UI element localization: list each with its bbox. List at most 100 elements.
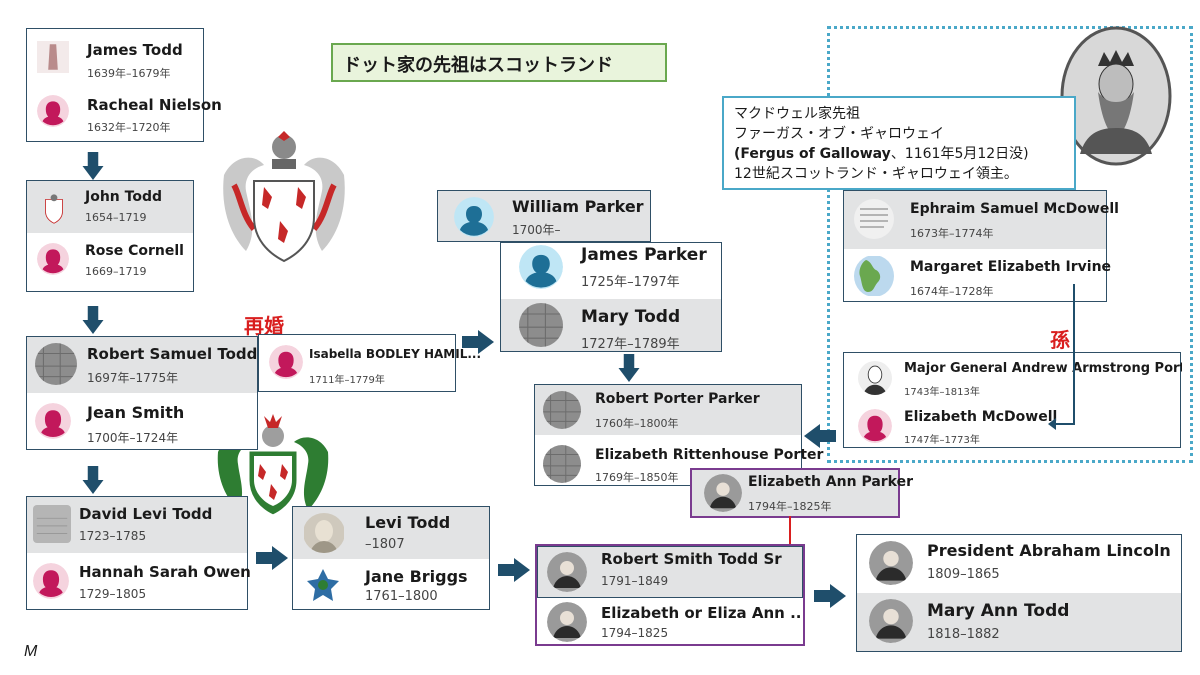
arrow-to-parker	[462, 330, 494, 354]
levi-todd-name: Levi Todd	[365, 513, 451, 532]
card-david-hannah[interactable]: David Levi Todd 1723–1785 Hannah Sarah O…	[26, 496, 251, 610]
jane-briggs-name: Jane Briggs	[365, 567, 468, 586]
margaret-name: Margaret Elizabeth Irvine	[910, 259, 1112, 275]
james-todd-name: James Todd	[87, 41, 183, 59]
card-porter-elizabeth-mcdowell[interactable]: Major General Andrew Armstrong Porte 174…	[843, 352, 1182, 448]
racheal-nielson-name: Racheal Nielson	[87, 96, 222, 114]
arrow-to-levi	[256, 546, 288, 570]
elizabeth-mcdowell-avatar	[858, 409, 892, 443]
fergus-note: マクドウェル家先祖 ファーガス・オブ・ギャロウェイ (Fergus of Gal…	[722, 96, 1076, 190]
arrow-to-robert-smith	[498, 558, 530, 582]
william-parker-avatar	[454, 197, 494, 237]
robert-samuel-name: Robert Samuel Todd Sr	[87, 345, 257, 363]
card-robert-smith-eliza[interactable]: Robert Smith Todd Sr 1791–1849 Elizabeth…	[535, 544, 805, 646]
todd-coat-of-arms-2	[214, 408, 332, 518]
card-isabella[interactable]: Isabella BODLEY HAMIL... 1711年–1779年	[258, 334, 481, 392]
arrow-down-3	[82, 466, 104, 494]
card-levi-jane[interactable]: Levi Todd –1807 Jane Briggs 1761–1800	[292, 506, 490, 610]
james-parker-name: James Parker	[581, 245, 707, 265]
eliza-ann-avatar	[547, 602, 587, 642]
david-levi-name: David Levi Todd	[79, 505, 213, 523]
lincoln-avatar	[869, 541, 913, 585]
robert-smith-dates: 1791–1849	[601, 574, 669, 588]
racheal-nielson-avatar	[37, 95, 69, 127]
ephraim-dates: 1673年–1774年	[910, 227, 994, 240]
elizabeth-mcdowell-dates: 1747年–1773年	[904, 435, 980, 446]
elizabeth-rittenhouse-dates: 1769年–1850年	[595, 471, 679, 484]
john-todd-crest-avatar	[37, 191, 71, 225]
david-levi-dates: 1723–1785	[79, 529, 147, 543]
margaret-map-avatar	[854, 255, 894, 297]
todd-coat-of-arms-1	[214, 125, 354, 267]
robert-porter-dates: 1760年–1800年	[595, 417, 679, 430]
note-line-4: 12世紀スコットランド・ギャロウェイ領主。	[734, 166, 1018, 182]
david-levi-avatar	[33, 505, 71, 543]
robert-porter-name: Robert Porter Parker	[595, 391, 760, 407]
levi-todd-avatar	[303, 513, 345, 553]
mary-ann-name: Mary Ann Todd	[927, 601, 1070, 621]
james-parker-avatar	[519, 245, 563, 289]
jean-smith-name: Jean Smith	[87, 403, 185, 422]
arrow-down-2	[82, 306, 104, 334]
mary-todd-name: Mary Todd	[581, 307, 681, 327]
rose-cornell-avatar	[37, 243, 69, 275]
arrow-to-robert-porter	[804, 424, 836, 448]
note-line-3-rest: 、1161年5月12日没)	[890, 146, 1029, 162]
levi-todd-dates: –1807	[365, 537, 405, 552]
mary-ann-dates: 1818–1882	[927, 627, 1000, 642]
robert-samuel-avatar	[35, 343, 77, 385]
card-william-parker[interactable]: William Parker 1700年–	[437, 190, 651, 242]
mary-todd-dates: 1727年–1789年	[581, 337, 680, 352]
john-todd-name: John Todd	[85, 189, 162, 205]
note-line-3-bold: (Fergus of Galloway	[734, 146, 891, 162]
robert-smith-name: Robert Smith Todd Sr	[601, 550, 782, 568]
elizabeth-ann-parker-dates: 1794年–1825年	[748, 500, 832, 513]
card-james-mary[interactable]: James Parker 1725年–1797年 Mary Todd 1727年…	[500, 242, 722, 352]
eliza-ann-name: Elizabeth or Eliza Ann ..	[601, 604, 802, 622]
rose-cornell-dates: 1669–1719	[85, 265, 147, 278]
james-todd-dates: 1639年–1679年	[87, 67, 171, 80]
ephraim-avatar	[854, 199, 894, 239]
fergus-portrait	[1060, 26, 1172, 166]
robert-smith-avatar	[547, 552, 587, 592]
andrew-porter-name: Major General Andrew Armstrong Porte	[904, 361, 1182, 376]
robert-porter-avatar	[543, 391, 581, 429]
margaret-dates: 1674年–1728年	[910, 285, 994, 298]
john-todd-dates: 1654–1719	[85, 211, 147, 224]
page-title: ドット家の先祖はスコットランド	[331, 43, 667, 82]
card-john-rose[interactable]: John Todd 1654–1719 Rose Cornell 1669–17…	[26, 180, 194, 292]
card-james-racheal[interactable]: James Todd 1639年–1679年 Racheal Nielson 1…	[26, 28, 222, 142]
isabella-name: Isabella BODLEY HAMIL...	[309, 347, 482, 361]
andrew-porter-dates: 1743年–1813年	[904, 387, 980, 398]
hannah-dates: 1729–1805	[79, 587, 147, 601]
card-robert-porter-elizabeth[interactable]: Robert Porter Parker 1760年–1800年 Elizabe…	[534, 384, 823, 486]
mary-ann-avatar	[869, 599, 913, 643]
lincoln-dates: 1809–1865	[927, 567, 1000, 582]
isabella-avatar	[269, 345, 303, 379]
robert-smith-row	[537, 546, 803, 598]
arrow-down-parker	[618, 354, 640, 382]
note-line-1: マクドウェル家先祖	[734, 106, 860, 122]
note-line-3: (Fergus of Galloway、1161年5月12日没)	[734, 144, 1064, 164]
james-parker-dates: 1725年–1797年	[581, 275, 680, 290]
blue-connector-grandchild	[1048, 284, 1075, 430]
ephraim-name: Ephraim Samuel McDowell	[910, 201, 1119, 217]
arrow-to-lincoln	[814, 584, 846, 608]
card-lincoln-mary-ann[interactable]: President Abraham Lincoln 1809–1865 Mary…	[856, 534, 1182, 652]
william-parker-dates: 1700年–	[512, 223, 561, 237]
hannah-name: Hannah Sarah Owen	[79, 563, 251, 581]
jane-briggs-avatar	[303, 565, 343, 605]
james-todd-avatar	[37, 41, 69, 73]
lincoln-name: President Abraham Lincoln	[927, 541, 1171, 560]
elizabeth-mcdowell-name: Elizabeth McDowell	[904, 409, 1058, 425]
isabella-dates: 1711年–1779年	[309, 375, 385, 386]
card-robert-samuel-jean[interactable]: Robert Samuel Todd Sr 1697年–1775年 Jean S…	[26, 336, 258, 450]
corner-mark: M	[24, 643, 38, 660]
racheal-nielson-dates: 1632年–1720年	[87, 121, 171, 134]
jean-smith-avatar	[35, 403, 71, 439]
elizabeth-ann-parker-avatar	[704, 474, 742, 512]
mcdowell-region-border	[827, 26, 1193, 463]
card-ephraim-margaret[interactable]: Ephraim Samuel McDowell 1673年–1774年 Marg…	[843, 190, 1119, 302]
card-elizabeth-ann-parker[interactable]: Elizabeth Ann Parker 1794年–1825年	[690, 468, 913, 518]
william-parker-name: William Parker	[512, 197, 644, 216]
